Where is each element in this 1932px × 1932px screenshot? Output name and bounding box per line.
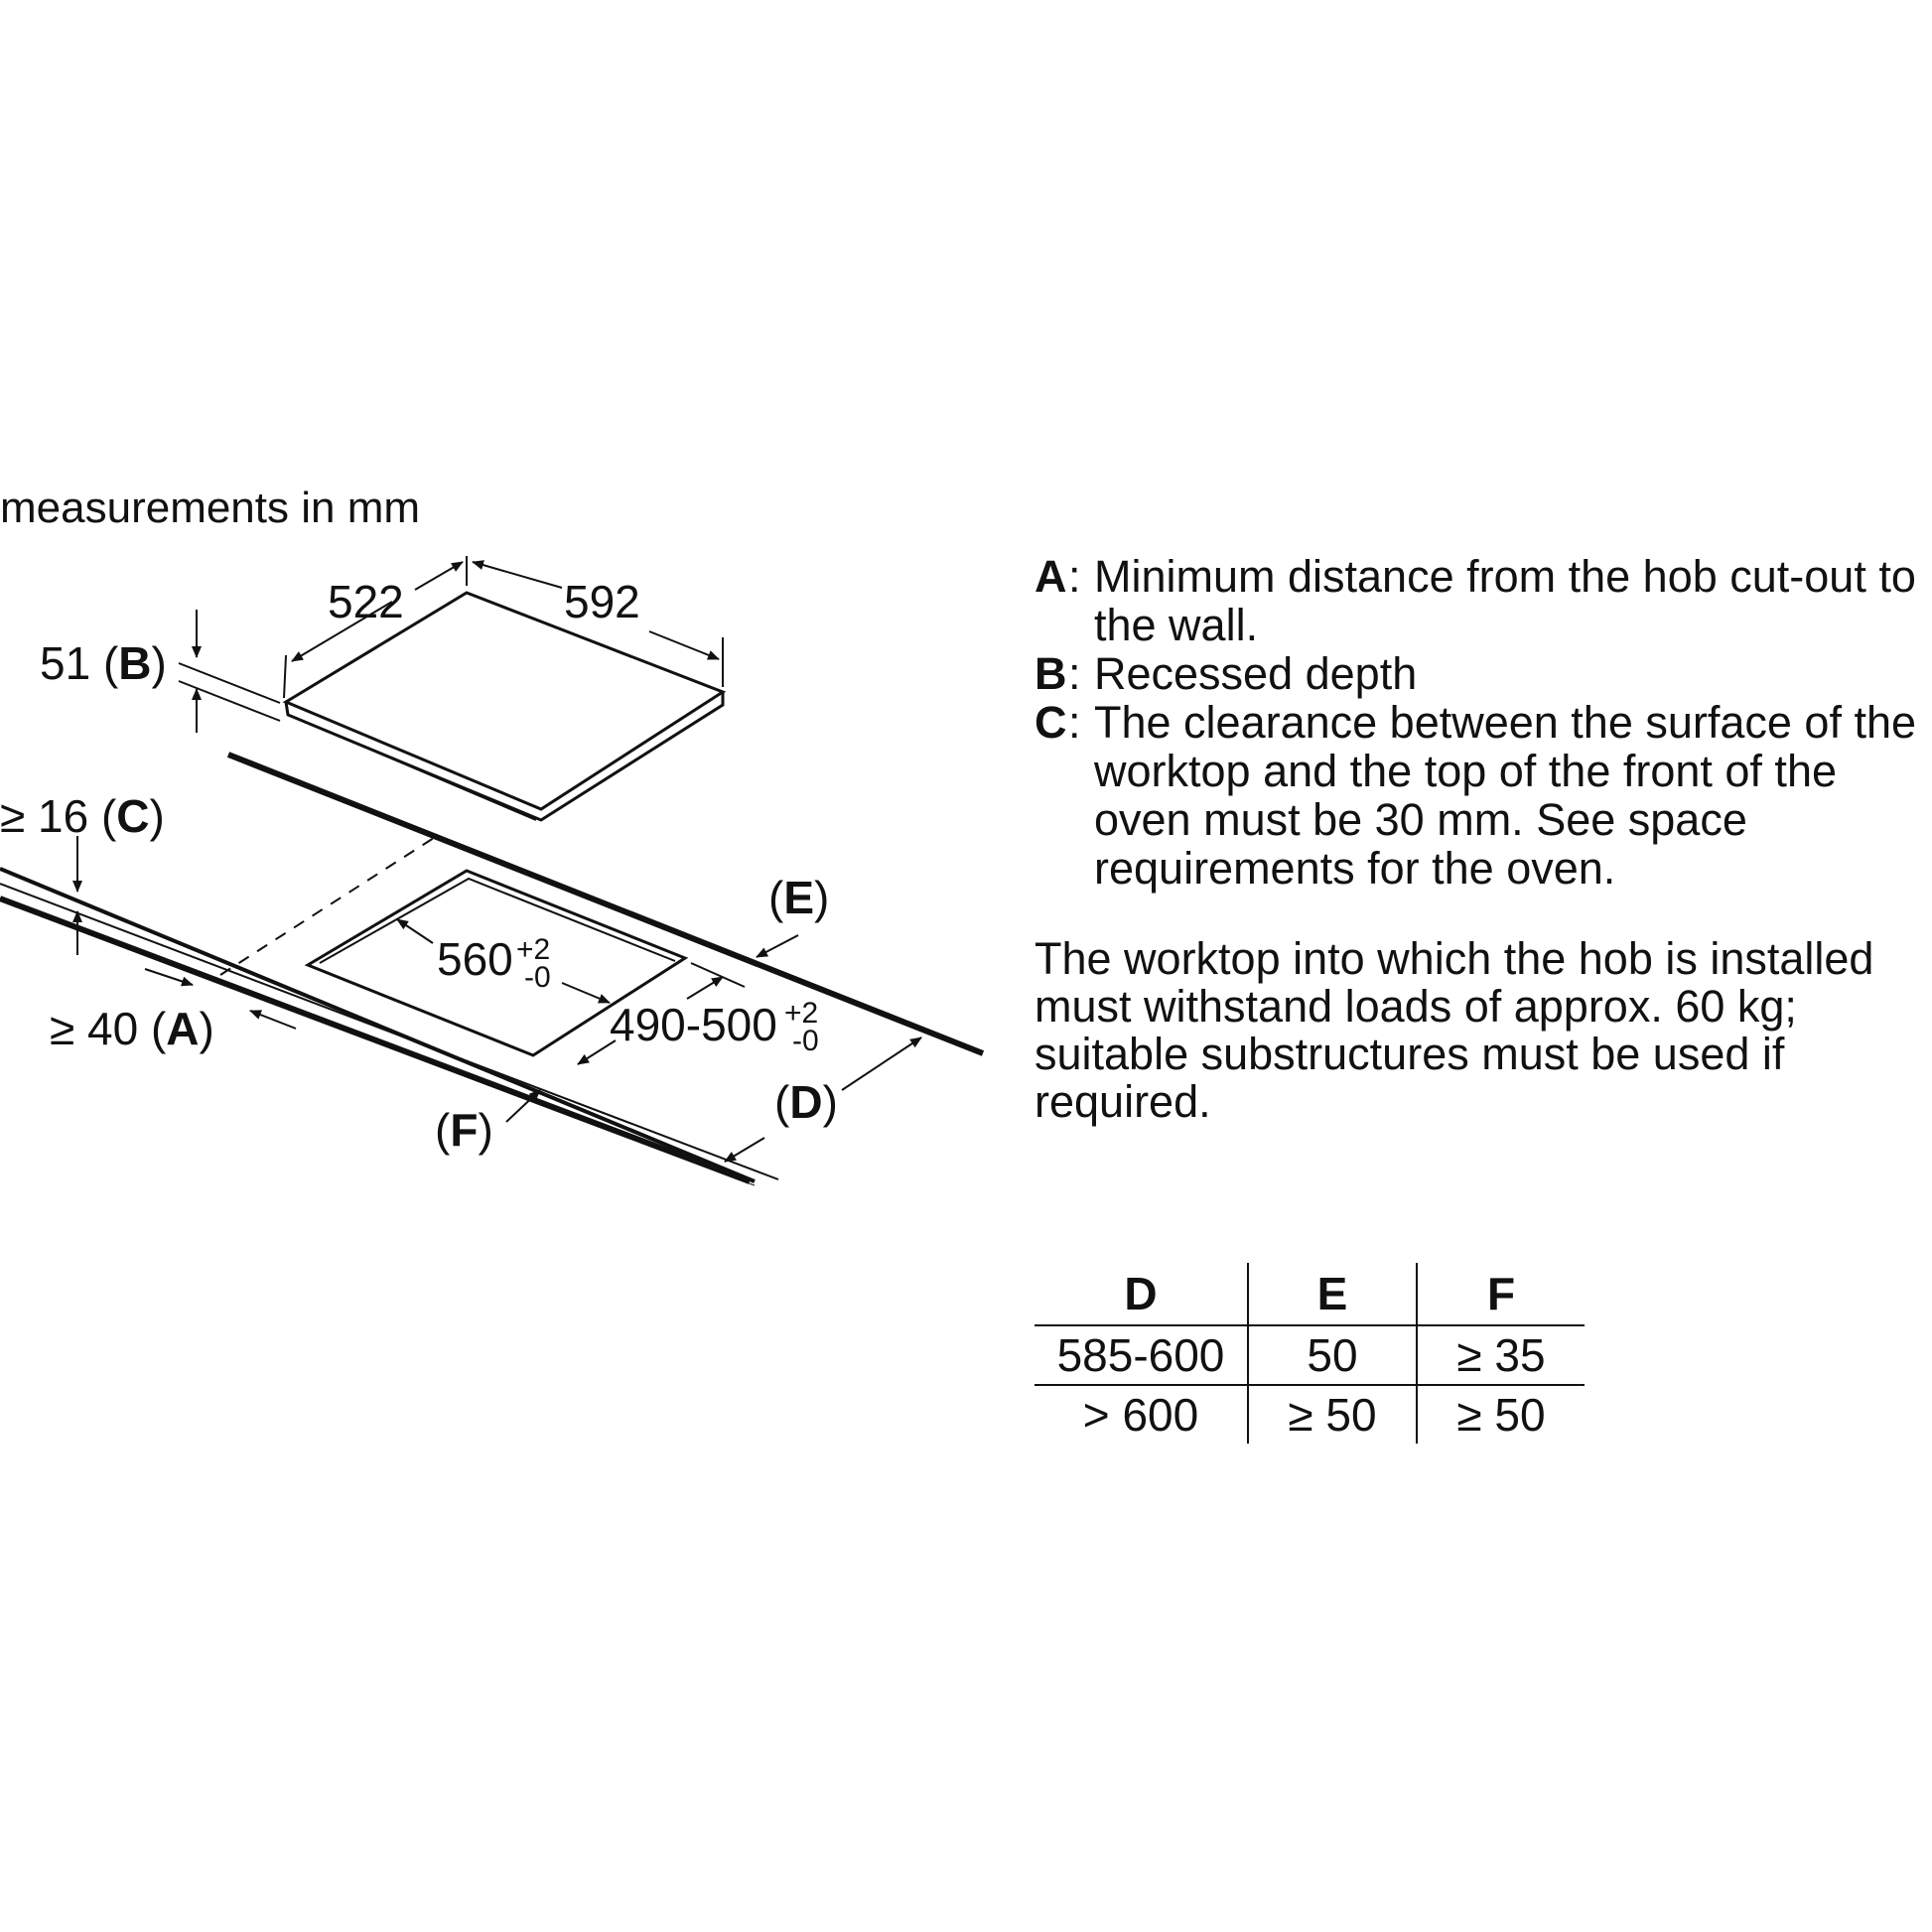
dimension-40	[144, 968, 297, 1030]
table-cell: ≥ 50	[1247, 1385, 1417, 1444]
dimension-f-arrow	[505, 1089, 541, 1123]
label-560-tol-minus: -0	[524, 961, 551, 994]
label-490-500-tol-plus: +2	[784, 997, 818, 1030]
dimension-592	[472, 560, 724, 687]
dimension-51	[178, 610, 281, 733]
note-b: B: Recessed depth	[1035, 648, 1418, 699]
label-490-500-tol-minus: -0	[792, 1025, 819, 1057]
label-16-c: ≥ 16 (C)	[0, 790, 165, 842]
worktop	[0, 752, 985, 1186]
table-row: > 600 ≥ 50 ≥ 50	[1035, 1385, 1585, 1444]
dimension-490-500	[577, 962, 746, 1065]
worktop-load-note: The worktop into which the hob is instal…	[1035, 933, 1874, 1127]
label-e: (E)	[768, 872, 829, 923]
dimension-e-arrow	[756, 934, 799, 958]
label-f: (F)	[435, 1104, 493, 1156]
table-row: 585-600 50 ≥ 35	[1035, 1325, 1585, 1386]
hob-plate	[282, 591, 727, 822]
note-c: C: The clearance between the surface of …	[1035, 697, 1917, 894]
dimension-560	[396, 918, 611, 1004]
label-560: 560	[437, 933, 513, 985]
label-40-a: ≥ 40 (A)	[50, 1003, 214, 1054]
page-title: measurements in mm	[0, 483, 421, 532]
table-header-d: D	[1035, 1263, 1248, 1326]
label-490-500: 490-500	[610, 999, 777, 1050]
note-a: A: Minimum distance from the hob cut-out…	[1035, 551, 1916, 650]
table-header-e: E	[1247, 1263, 1417, 1326]
table-header-row: D E F	[1035, 1263, 1585, 1326]
table-cell: 50	[1247, 1325, 1417, 1386]
label-51-b: 51 (B)	[40, 637, 167, 689]
dimension-522	[283, 556, 468, 699]
label-592: 592	[564, 576, 640, 627]
table-cell: ≥ 50	[1416, 1385, 1585, 1444]
table-header-f: F	[1416, 1263, 1585, 1326]
label-522: 522	[328, 576, 404, 627]
table-cell: 585-600	[1035, 1325, 1248, 1386]
label-560-tol-plus: +2	[516, 933, 550, 966]
label-d: (D)	[774, 1076, 838, 1128]
legend-notes: A: Minimum distance from the hob cut-out…	[1035, 552, 1928, 893]
table-cell: ≥ 35	[1416, 1325, 1585, 1386]
dimension-d	[724, 1036, 922, 1163]
table-cell: > 600	[1082, 1389, 1199, 1441]
dimension-table: D E F 585-600 50 ≥ 35 > 600 ≥ 50 ≥ 50	[1035, 1263, 1585, 1444]
cutout	[304, 869, 689, 1057]
